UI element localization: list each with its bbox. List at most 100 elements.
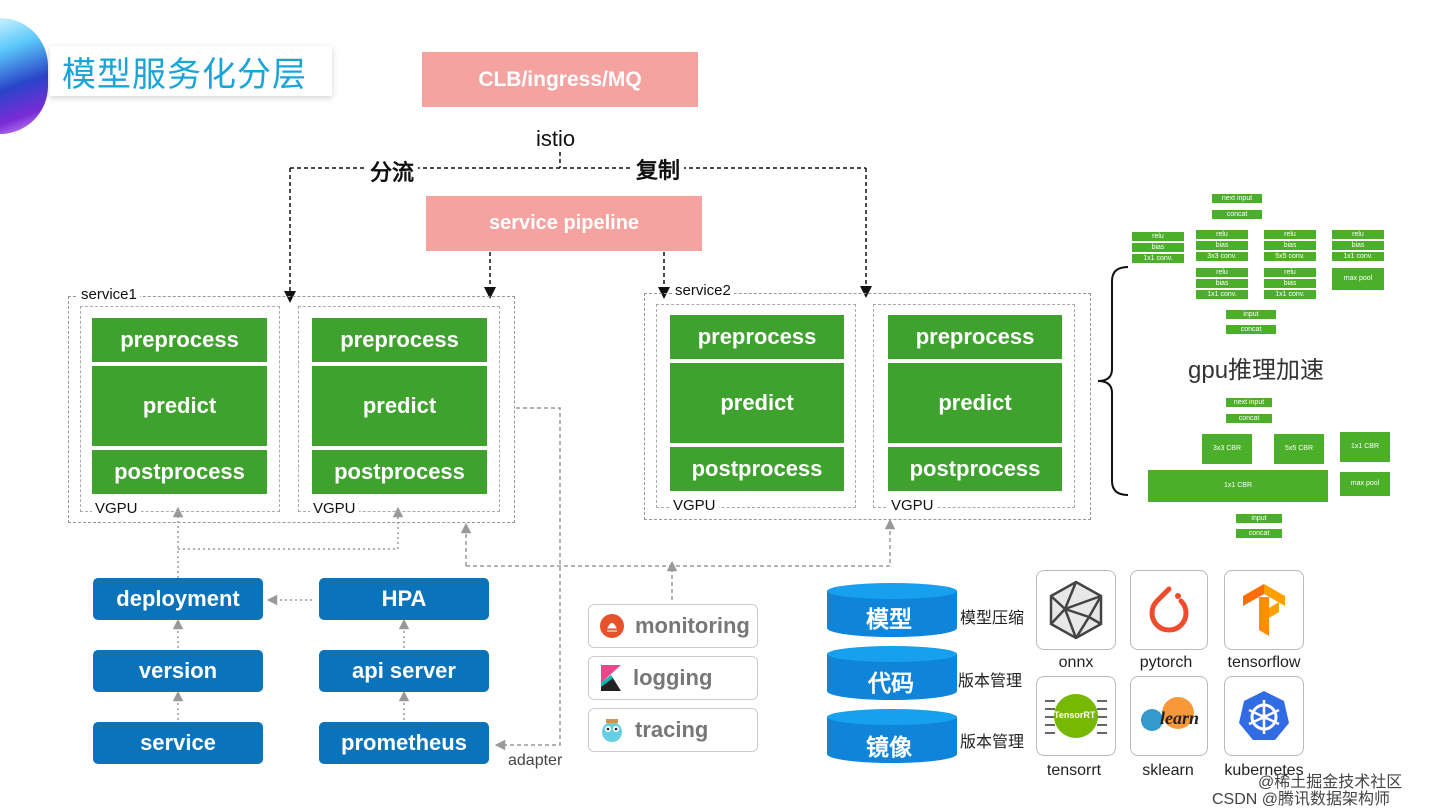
nn-bias: bias <box>1196 241 1248 250</box>
service1-group <box>68 296 515 523</box>
vgpu-box-3 <box>656 304 856 508</box>
tensorrt-logo-box <box>1036 676 1116 756</box>
postprocess-block: postprocess <box>888 447 1062 491</box>
vgpu-label: VGPU <box>888 497 937 514</box>
watermark-line-1: @稀土掘金技术社区 <box>1258 774 1403 791</box>
image-storage-note: 版本管理 <box>960 734 1025 751</box>
hpa-box: HPA <box>319 578 489 620</box>
sklearn-icon <box>1141 697 1194 731</box>
predict-block: predict <box>312 366 487 446</box>
prometheus-box: prometheus <box>319 722 489 764</box>
tensorrt-icon <box>1045 694 1107 738</box>
nn-relu: relu <box>1132 232 1184 241</box>
tensorflow-label: tensorflow <box>1227 654 1301 671</box>
preprocess-block: preprocess <box>670 315 844 359</box>
nn-max-pool: max pool <box>1332 268 1384 290</box>
preprocess-block: preprocess <box>92 318 267 362</box>
page-title-text: 模型服务化分层 <box>62 55 307 94</box>
postprocess-block: postprocess <box>92 450 267 494</box>
nn-bias: bias <box>1132 243 1184 252</box>
deployment-box: deployment <box>93 578 263 620</box>
nn-conv3x3: 3x3 conv. <box>1196 252 1248 261</box>
preprocess-block: preprocess <box>888 315 1062 359</box>
nn-max-pool: max pool <box>1340 472 1390 496</box>
service2-label: service2 <box>672 282 734 299</box>
logging-item: logging <box>588 656 758 700</box>
gateway-label: CLB/ingress/MQ <box>478 67 642 91</box>
nn-conv1x1: 1x1 conv. <box>1196 290 1248 299</box>
page-title: 模型服务化分层 <box>50 46 332 96</box>
prometheus-flame-icon <box>600 614 624 638</box>
monitoring-label: monitoring <box>635 613 750 638</box>
image-storage-label: 镜像 <box>866 734 912 760</box>
vgpu-label: VGPU <box>310 500 359 517</box>
preprocess-block: preprocess <box>312 318 487 362</box>
model-storage-cylinder <box>827 583 957 637</box>
kibana-icon <box>601 665 621 691</box>
nn-concat: concat <box>1212 210 1262 219</box>
tensorrt-label: tensorrt <box>1046 762 1102 779</box>
pytorch-logo-box <box>1130 570 1208 650</box>
nn-cbr5x5: 5x5 CBR <box>1274 434 1324 464</box>
kubernetes-logo-box <box>1224 676 1304 756</box>
version-box: version <box>93 650 263 692</box>
onnx-logo-box <box>1036 570 1116 650</box>
nn-conv1x1: 1x1 conv. <box>1332 252 1384 261</box>
onnx-label: onnx <box>1058 654 1094 671</box>
predict-block: predict <box>888 363 1062 443</box>
api-server-box: api server <box>319 650 489 692</box>
nn-relu: relu <box>1196 268 1248 277</box>
tensorflow-icon <box>1243 584 1285 636</box>
nn-bias: bias <box>1196 279 1248 288</box>
nn-concat: concat <box>1226 414 1272 423</box>
service-pipeline-label: service pipeline <box>488 212 640 234</box>
code-storage-cylinder <box>827 646 957 700</box>
tracing-item: tracing <box>588 708 758 752</box>
code-storage-label: 代码 <box>868 670 914 696</box>
code-storage-note: 版本管理 <box>958 673 1023 690</box>
predict-block: predict <box>92 366 267 446</box>
service-box: service <box>93 722 263 764</box>
service1-label: service1 <box>78 286 140 303</box>
gpu-acceleration-label: gpu推理加速 <box>1188 357 1325 384</box>
nn-bias: bias <box>1264 241 1316 250</box>
copy-label: 复制 <box>632 153 685 185</box>
nn-relu: relu <box>1264 230 1316 239</box>
nn-relu: relu <box>1264 268 1316 277</box>
kubernetes-label: kubernetes <box>1224 762 1304 779</box>
nn-next-input: next input <box>1226 398 1272 407</box>
tensorflow-logo-box <box>1224 570 1304 650</box>
nn-concat: concat <box>1226 325 1276 334</box>
postprocess-block: postprocess <box>312 450 487 494</box>
service2-group <box>644 293 1091 520</box>
nn-conv1x1: 1x1 conv. <box>1132 254 1184 263</box>
vgpu-label: VGPU <box>670 497 719 514</box>
curly-brace <box>1097 266 1129 496</box>
model-storage-label: 模型 <box>866 606 912 632</box>
split-label: 分流 <box>366 155 419 187</box>
sklearn-logo-text: learn <box>1160 708 1200 728</box>
pytorch-label: pytorch <box>1139 654 1193 671</box>
onnx-icon <box>1049 580 1103 640</box>
model-storage-note: 模型压缩 <box>960 610 1025 627</box>
nn-next-input: next input <box>1212 194 1262 203</box>
nn-bias: bias <box>1332 241 1384 250</box>
predict-block: predict <box>670 363 844 443</box>
nn-bias: bias <box>1264 279 1316 288</box>
logging-label: logging <box>633 665 713 690</box>
tensorrt-logo-text: TensorRT <box>1054 710 1096 720</box>
nn-diagram-optimized: next input concat 3x3 CBR 5x5 CBR 1x1 CB… <box>1146 396 1390 540</box>
tracing-label: tracing <box>635 717 709 742</box>
nn-cbr1x1-merged: 1x1 CBR <box>1148 470 1328 502</box>
image-storage-cylinder <box>827 709 957 763</box>
monitoring-item: monitoring <box>588 604 758 648</box>
adapter-label: adapter <box>508 752 563 769</box>
nn-concat: concat <box>1236 529 1282 538</box>
sklearn-logo-box <box>1130 676 1208 756</box>
postprocess-block: postprocess <box>670 447 844 491</box>
vgpu-label: VGPU <box>92 500 141 517</box>
nn-cbr1x1: 1x1 CBR <box>1340 432 1390 462</box>
nn-input: input <box>1226 310 1276 319</box>
nn-input: input <box>1236 514 1282 523</box>
